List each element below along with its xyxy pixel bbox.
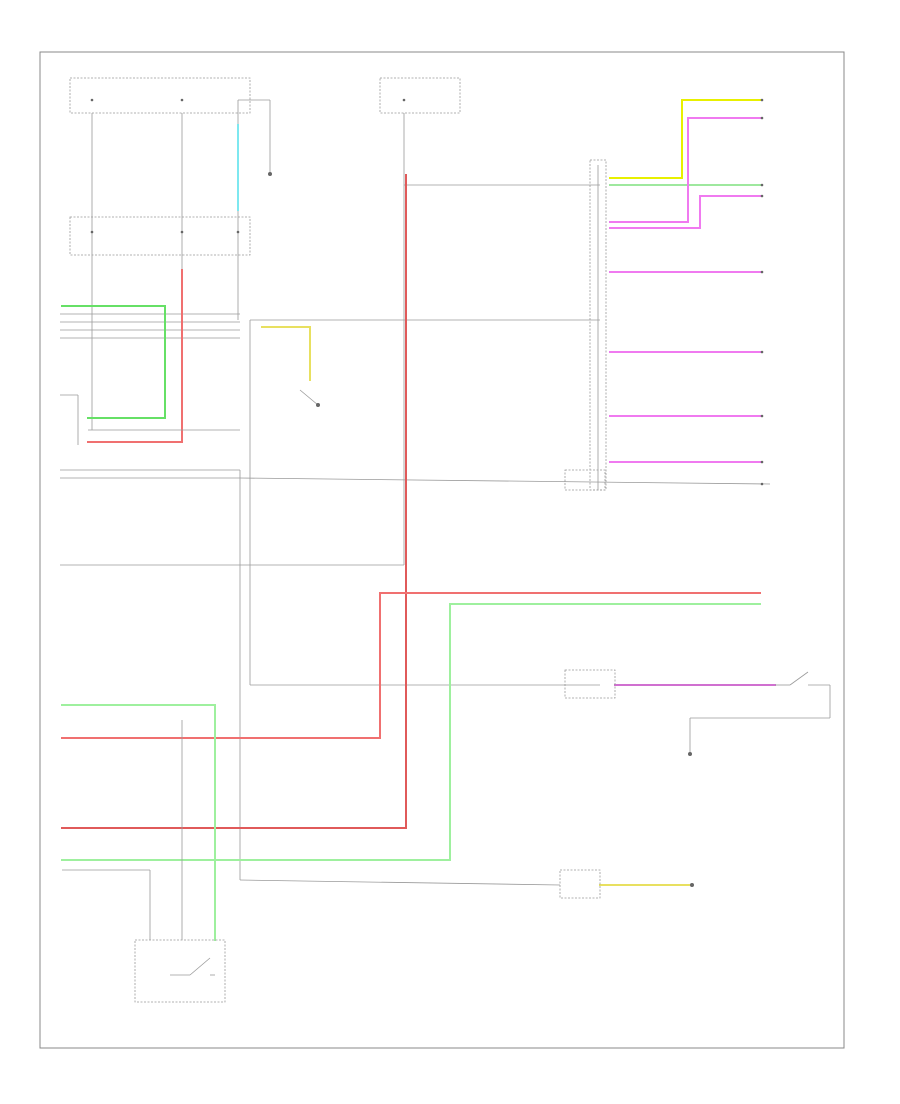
wire-green-left xyxy=(61,305,166,419)
switch-right xyxy=(688,671,831,756)
wire-pink-2 xyxy=(609,195,761,229)
wire-gray-11 xyxy=(239,879,561,886)
wire-green-bottom xyxy=(61,704,216,941)
wire-pink-1 xyxy=(609,117,761,223)
left-connector xyxy=(60,300,240,430)
wire-gray-4 xyxy=(239,477,771,485)
connector-bottom xyxy=(559,869,601,899)
junction-block xyxy=(69,140,251,320)
ground-symbol-mid xyxy=(299,389,320,407)
right-terminals xyxy=(760,98,764,486)
ground-symbol-top xyxy=(268,140,272,176)
connector-lower-right xyxy=(564,469,606,491)
fuse-block-left xyxy=(69,77,271,140)
wire-red-left xyxy=(87,269,183,443)
wire-red-right xyxy=(61,592,761,739)
left-terminal xyxy=(60,394,79,445)
diagram-frame xyxy=(39,51,845,1049)
fuse-block-right xyxy=(379,77,461,180)
wire-yel-grn-top xyxy=(609,99,761,179)
wire-green-right xyxy=(61,603,761,861)
wire-red-main xyxy=(61,174,407,829)
bottom-component xyxy=(134,939,226,1003)
connector-mid xyxy=(564,669,616,699)
wire-yellow-switch xyxy=(261,326,311,381)
ground-bottom-right xyxy=(690,883,694,887)
